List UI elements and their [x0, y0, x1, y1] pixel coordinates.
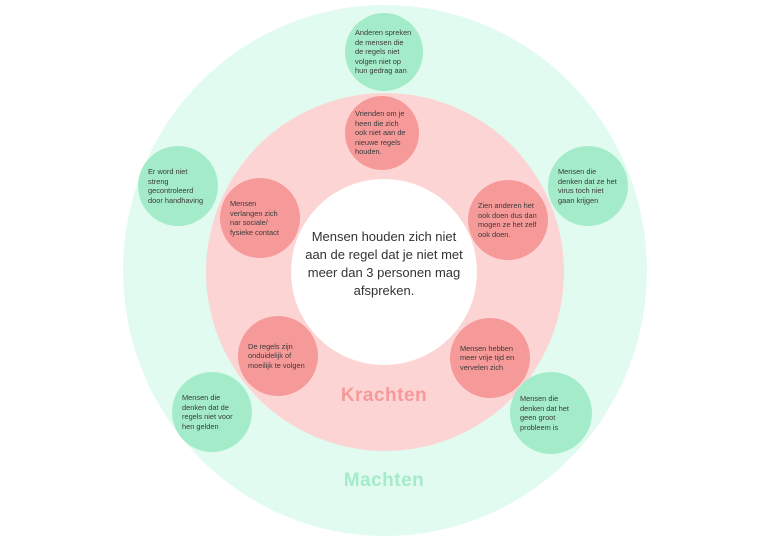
krachten-bubble-3: Mensen hebben meer vrije tijd en vervele…: [450, 318, 530, 398]
krachten-bubble-text: Mensen hebben meer vrije tijd en vervele…: [460, 343, 515, 372]
machten-bubble-text: Mensen die denken dat ze het virus toch …: [558, 167, 617, 205]
center-circle: [291, 179, 477, 365]
machten-bubble-1: Anderen spreken de mensen die de regels …: [345, 13, 423, 91]
machten-bubble-5: Er word niet streng gecontroleerd door h…: [138, 146, 218, 226]
machten-label: Machten: [343, 470, 425, 491]
krachten-bubble-2: Zien anderen het ook doen dus dan mogen …: [468, 180, 548, 260]
machten-bubble-text: Er word niet streng gecontroleerd door h…: [148, 167, 204, 205]
krachten-label: Krachten: [340, 385, 428, 406]
krachten-bubble-1: Vrienden om je heen die zich ook niet aa…: [345, 96, 419, 170]
center-statement: Mensen houden zich niet aan de regel dat…: [305, 229, 463, 298]
machten-bubble-text: Mensen die denken dat de regels niet voo…: [182, 393, 233, 431]
krachten-bubble-4: De regels zijn onduidelijk of moeilijk t…: [238, 316, 318, 396]
machten-bubble-2: Mensen die denken dat ze het virus toch …: [548, 146, 628, 226]
machten-bubble-text: Anderen spreken de mensen die de regels …: [355, 28, 412, 76]
machten-bubble-text: Mensen die denken dat het geen groot pro…: [520, 394, 569, 432]
machten-bubble-3: Mensen die denken dat het geen groot pro…: [510, 372, 592, 454]
krachten-bubble-text: De regels zijn onduidelijk of moeilijk t…: [248, 341, 305, 370]
krachten-bubble-text: Vrienden om je heen die zich ook niet aa…: [355, 109, 406, 157]
krachten-bubble-text: Mensen verlangen zich nar sociale/ fysie…: [230, 199, 279, 237]
machten-bubble-4: Mensen die denken dat de regels niet voo…: [172, 372, 252, 452]
krachten-bubble-5: Mensen verlangen zich nar sociale/ fysie…: [220, 178, 300, 258]
krachten-bubble-text: Zien anderen het ook doen dus dan mogen …: [478, 201, 537, 239]
